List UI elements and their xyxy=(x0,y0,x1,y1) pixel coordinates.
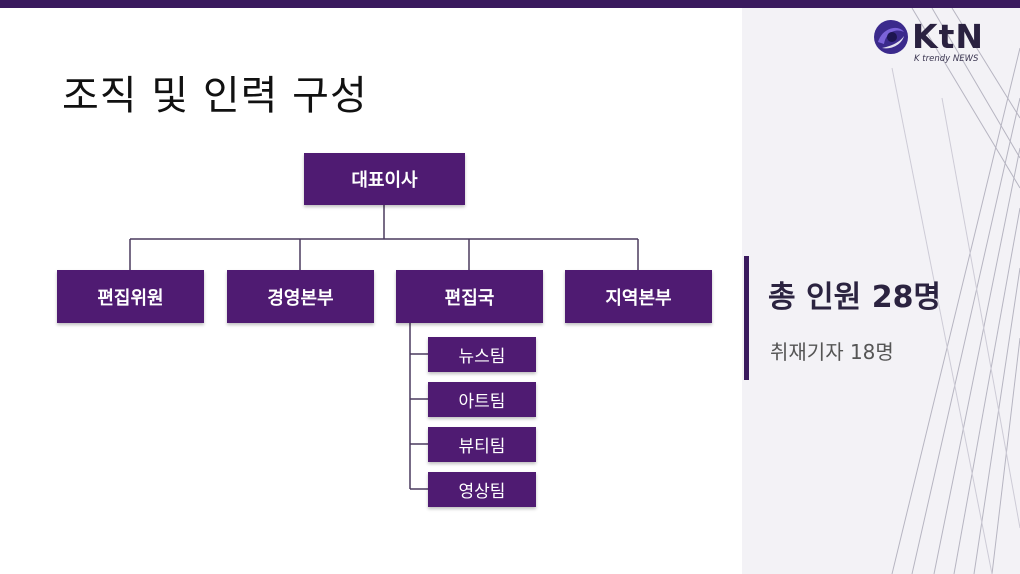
dept-management: 경영본부 xyxy=(227,270,374,323)
diagonal-lines-decoration xyxy=(891,8,1020,574)
team-art: 아트팀 xyxy=(428,382,536,417)
dept-regional: 지역본부 xyxy=(565,270,712,323)
top-accent-bar xyxy=(0,0,1020,8)
org-chart-connectors xyxy=(129,205,639,490)
total-staff: 총 인원 28명 xyxy=(768,280,942,315)
logo-subtitle: K trendy NEWS xyxy=(914,54,979,64)
summary-accent-bar xyxy=(744,256,749,380)
page-title: 조직 및 인력 구성 xyxy=(62,73,368,119)
swirl-logo-icon xyxy=(874,20,908,54)
team-beauty: 뷰티팀 xyxy=(428,427,536,462)
ktn-logo: KtN K trendy NEWS xyxy=(872,18,1002,68)
dept-editorial-bureau: 편집국 xyxy=(396,270,543,323)
team-video: 영상팀 xyxy=(428,472,536,507)
logo-name: KtN xyxy=(912,17,984,56)
dept-editorial-committee: 편집위원 xyxy=(57,270,204,323)
team-news: 뉴스팀 xyxy=(428,337,536,372)
ceo-box: 대표이사 xyxy=(304,153,465,205)
right-decorative-panel xyxy=(742,8,1020,574)
reporter-count: 취재기자 18명 xyxy=(770,340,894,364)
